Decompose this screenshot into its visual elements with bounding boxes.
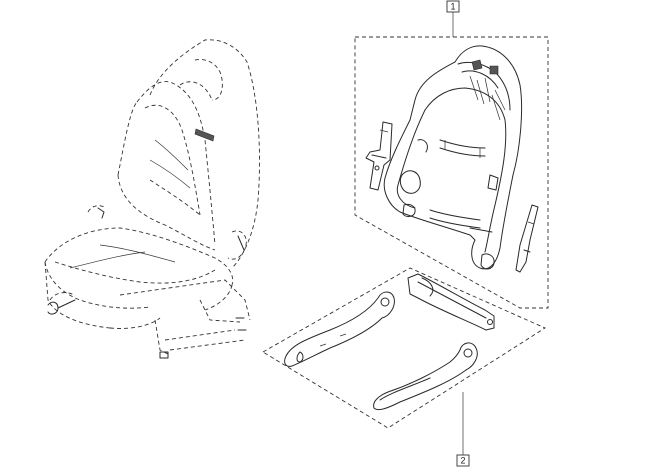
callout-label-1-text: 1 <box>450 2 455 12</box>
backrest-frame-part <box>383 45 523 270</box>
rail-cover-part <box>407 273 495 331</box>
callout-label-2: 2 <box>456 454 470 467</box>
right-side-trim-part <box>373 342 478 411</box>
seat-assembly-drawing <box>44 39 260 359</box>
callout-group-1 <box>354 11 549 309</box>
callout-label-2-text: 2 <box>460 456 465 466</box>
callout-group-2 <box>262 267 546 455</box>
side-clip-part <box>515 204 539 273</box>
left-side-trim-part <box>284 291 395 367</box>
callout-label-1: 1 <box>446 0 460 13</box>
hinge-bracket-part <box>365 121 393 191</box>
